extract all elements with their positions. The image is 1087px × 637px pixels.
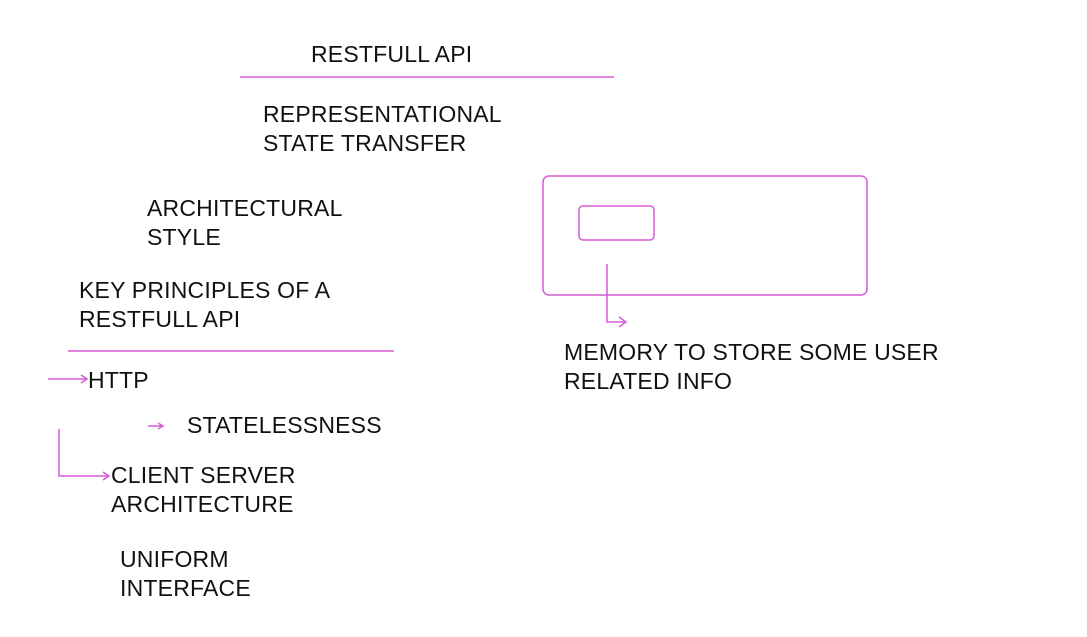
- principle-uniform-interface: UNIFORM INTERFACE: [120, 546, 251, 601]
- memory-note: MEMORY TO STORE SOME USER RELATED INFO: [564, 339, 939, 394]
- architectural-style-note: ARCHITECTURAL STYLE: [147, 195, 343, 250]
- server-box: [542, 175, 868, 296]
- http-arrowhead: [80, 374, 89, 384]
- memory-connector-arrow: [606, 264, 624, 323]
- client-server-connector-arrow: [58, 429, 108, 477]
- memory-arrowhead: [618, 316, 628, 328]
- principle-statelessness: STATELESSNESS: [187, 412, 382, 438]
- principle-http: HTTP: [88, 367, 149, 393]
- client-server-arrowhead: [102, 471, 111, 481]
- rest-expansion-note: REPRESENTATIONAL STATE TRANSFER: [263, 101, 502, 156]
- memory-box: [578, 205, 655, 241]
- page-title: RESTFULL API: [311, 41, 473, 67]
- principle-client-server: CLIENT SERVER ARCHITECTURE: [111, 462, 296, 517]
- statelessness-arrowhead: [157, 422, 165, 430]
- key-principles-heading: KEY PRINCIPLES OF A RESTFULL API: [79, 277, 331, 332]
